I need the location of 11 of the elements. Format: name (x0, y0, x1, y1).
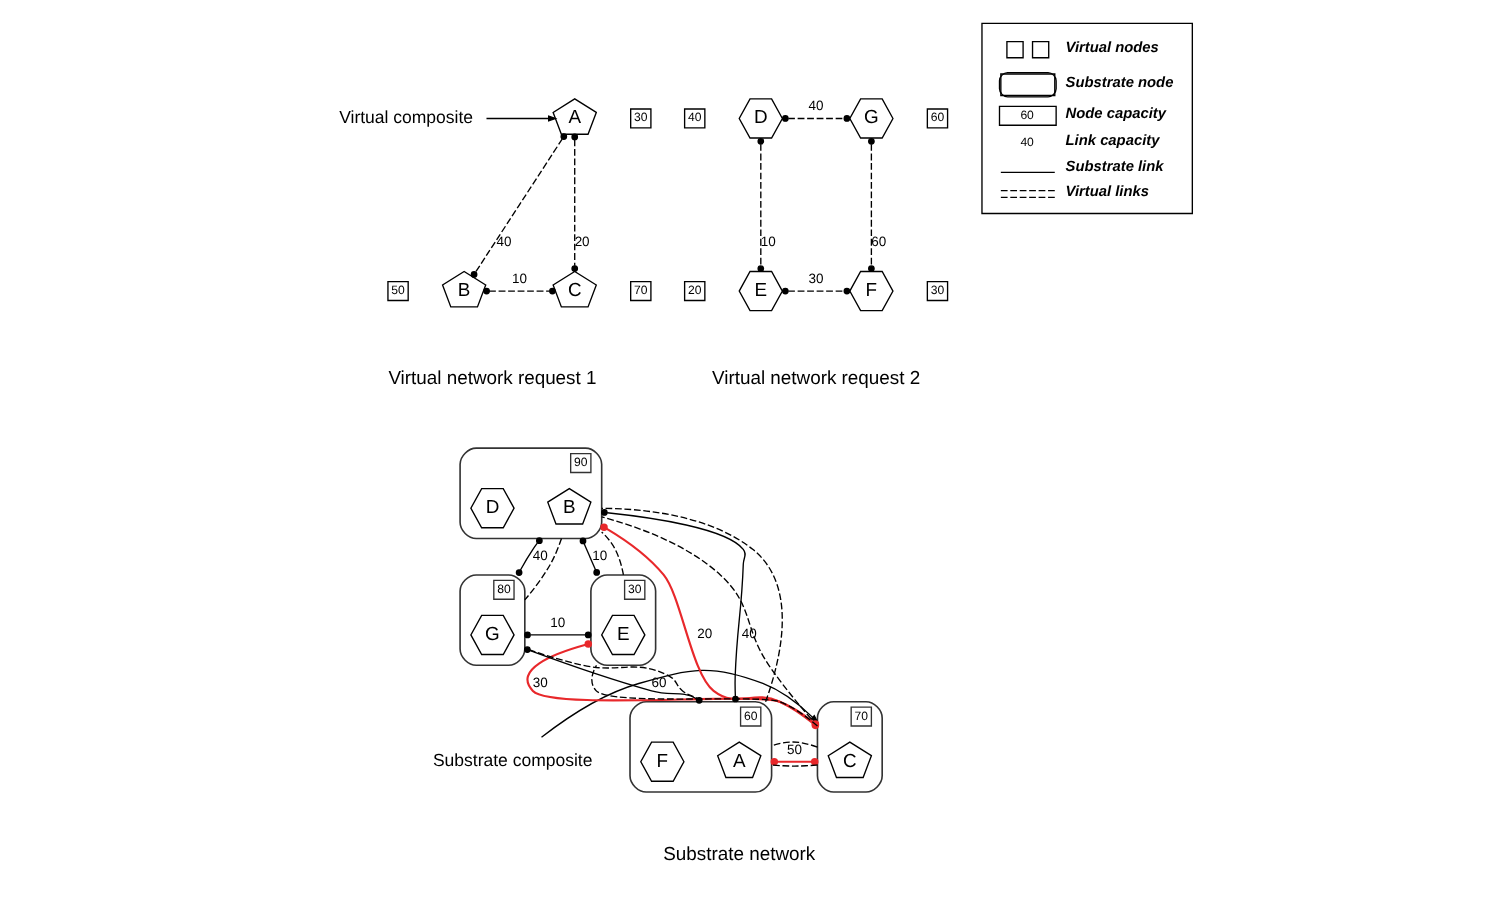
legend-label: Virtual nodes (1065, 37, 1159, 56)
legend-label: Substrate node (1065, 72, 1174, 91)
legend-label: Substrate link (1065, 155, 1164, 174)
node-text: Substrate composite (432, 749, 593, 770)
label: Virtual network request 1 (388, 365, 597, 388)
label: Virtual network request 2 (712, 365, 921, 388)
legend-label: Virtual links (1065, 181, 1150, 200)
node-text: Virtual composite (339, 106, 474, 127)
legend-label: Link capacity (1065, 130, 1160, 149)
legend-label: Node capacity (1065, 103, 1167, 122)
label: Substrate network (663, 840, 816, 863)
